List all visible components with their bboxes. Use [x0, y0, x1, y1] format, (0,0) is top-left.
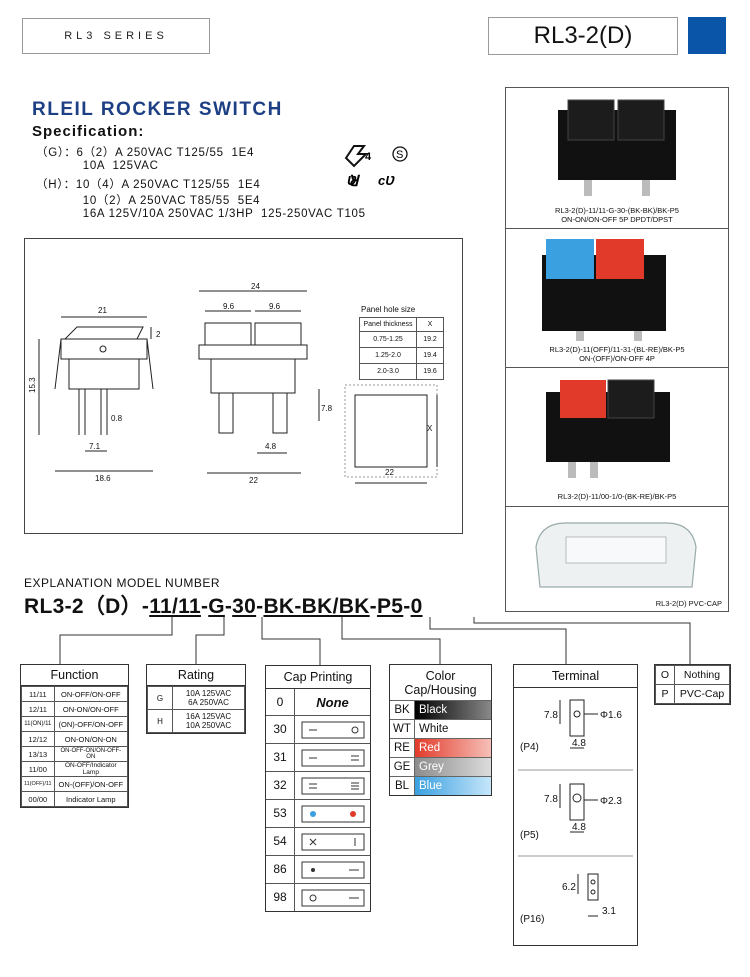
photo-caption: ON-ON/ON-OFF 5P DPDT/DPST — [561, 215, 673, 224]
dim-2: 2 — [156, 330, 161, 339]
s-mark-icon: S — [392, 146, 408, 162]
product-title: RLEIL ROCKER SWITCH — [32, 99, 283, 120]
terminal-p5-height: 7.8 — [544, 794, 558, 805]
spec-line: 16A 125V/10A 250VAC 1/3HP 125-250VAC T10… — [36, 208, 366, 220]
panel-hole-title: Panel hole size — [361, 305, 416, 314]
spec-line: 10（2）A 250VAC T85/55 5E4 — [36, 195, 261, 207]
terminal-p4-hole: Φ1.6 — [600, 710, 622, 721]
switch-drawing-svg: 21 2 15.3 0.8 7.1 18.6 24 9.6 9.6 7.8 4.… — [28, 282, 438, 485]
connector-lines — [59, 617, 691, 665]
terminal-p5-hole: Φ2.3 — [600, 796, 622, 807]
panel-22: 22 — [385, 468, 394, 477]
photo-caption: RL3-2(D)-11/00-1/0-(BK-RE)/BK-P5 — [557, 492, 677, 501]
spec-line: （H）：10（4）A 250VAC T125/55 1E4 — [36, 179, 261, 191]
svg-text:4: 4 — [365, 151, 372, 163]
explanation-label: EXPLANATION MODEL NUMBER — [24, 576, 221, 590]
dim-4-8: 4.8 — [265, 442, 277, 451]
model-number: RL3-2（D）-11/11-G-30-BK-BK/BK-P5-0 — [24, 595, 423, 618]
dim-9-6-a: 9.6 — [223, 302, 235, 311]
cap-symbol-30-icon — [301, 721, 364, 738]
photo-caption: RL3-2(D) PVC-CAP — [655, 599, 722, 608]
color-title: Color — [425, 669, 456, 683]
terminal-p16-width: 3.1 — [602, 906, 616, 917]
dimension-drawing: 21 2 15.3 0.8 7.1 18.6 24 9.6 9.6 7.8 4.… — [24, 238, 463, 534]
dim-15-3: 15.3 — [28, 377, 37, 393]
terminal-drawings: 7.8 Φ1.6 (P4) 4.8 7.8 Φ2.3 (P5) 4.8 6.2 … — [518, 699, 633, 925]
photo-panel-2: RL3-2(D)-11(OFF)/11-31-(BL-RE)/BK-P5 ON-… — [505, 228, 729, 368]
cap-printing-title: Cap Printing — [266, 666, 370, 689]
cap-symbol-54-icon — [301, 833, 364, 850]
svg-text:Ʋ: Ʋ — [347, 173, 357, 188]
photo-panel-3: RL3-2(D)-11/00-1/0-(BK-RE)/BK-P5 — [505, 367, 729, 507]
terminal-p16-label: (P16) — [520, 914, 544, 925]
dim-7-1: 7.1 — [89, 442, 101, 451]
model-title: RL3-2(D) — [488, 17, 678, 55]
dim-21: 21 — [98, 306, 107, 315]
switch-black-black-image — [558, 99, 676, 196]
cap-printing-table: Cap Printing 0 None 30 31 32 53 54 86 98 — [265, 665, 371, 912]
series-label: RL3 SERIES — [22, 18, 210, 54]
switch-black-red-image — [546, 379, 670, 478]
pvc-cap-image — [535, 522, 697, 588]
cap-symbol-53-icon — [301, 805, 364, 822]
cap-symbol-31-icon — [301, 749, 364, 766]
photo-panel-4: RL3-2(D) PVC-CAP — [505, 506, 729, 612]
certification-marks: 4 S ꓤ Ʋ cƲ — [344, 145, 408, 190]
spec-heading: Specification: — [32, 123, 145, 140]
svg-text:cƲ: cƲ — [378, 173, 395, 188]
dim-22: 22 — [249, 476, 258, 485]
ul-mark-icon: ꓤ Ʋ cƲ — [347, 173, 395, 190]
color-subtitle: Cap/Housing — [404, 683, 477, 697]
rating-title: Rating — [147, 665, 245, 686]
cap-symbol-32-icon — [301, 777, 364, 794]
ce-mark-icon: 4 — [344, 145, 372, 168]
photo-caption: RL3-2(D)-11/11-G-30-(BK-BK)/BK-P5 — [555, 206, 679, 215]
photo-caption: ON-(OFF)/ON-OFF 4P — [579, 354, 655, 363]
panel-x: X — [427, 424, 433, 433]
terminal-title: Terminal — [514, 665, 637, 688]
spec-line: （G）：6（2）A 250VAC T125/55 1E4 — [36, 147, 255, 159]
dim-24: 24 — [251, 282, 260, 291]
terminal-table: Terminal 7.8 Φ1.6 (P4) 4.8 7.8 Φ2.3 (P5)… — [513, 664, 638, 946]
function-title: Function — [21, 665, 128, 686]
photo-caption: RL3-2(D)-11(OFF)/11-31-(BL-RE)/BK-P5 — [549, 345, 685, 354]
cap-symbol-86-icon — [301, 861, 364, 878]
terminal-p4-height: 7.8 — [544, 710, 558, 721]
switch-blue-red-image — [542, 239, 666, 341]
svg-text:ꓤ: ꓤ — [348, 173, 361, 190]
terminal-p4-label: (P4) — [520, 742, 539, 753]
dim-9-6-b: 9.6 — [269, 302, 281, 311]
brand-square — [688, 17, 726, 54]
dim-18-6: 18.6 — [95, 474, 111, 483]
photo-panel-1: RL3-2(D)-11/11-G-30-(BK-BK)/BK-P5 ON-ON/… — [505, 87, 729, 229]
dim-7-8: 7.8 — [321, 404, 333, 413]
cap-symbol-98-icon — [301, 889, 364, 906]
terminal-p4-width: 4.8 — [572, 738, 586, 749]
terminal-p5-width: 4.8 — [572, 822, 586, 833]
dim-0-8: 0.8 — [111, 414, 123, 423]
svg-text:S: S — [396, 149, 403, 161]
terminal-p16-height: 6.2 — [562, 882, 576, 893]
spec-line: 10A 125VAC — [36, 160, 159, 172]
terminal-p5-label: (P5) — [520, 830, 539, 841]
